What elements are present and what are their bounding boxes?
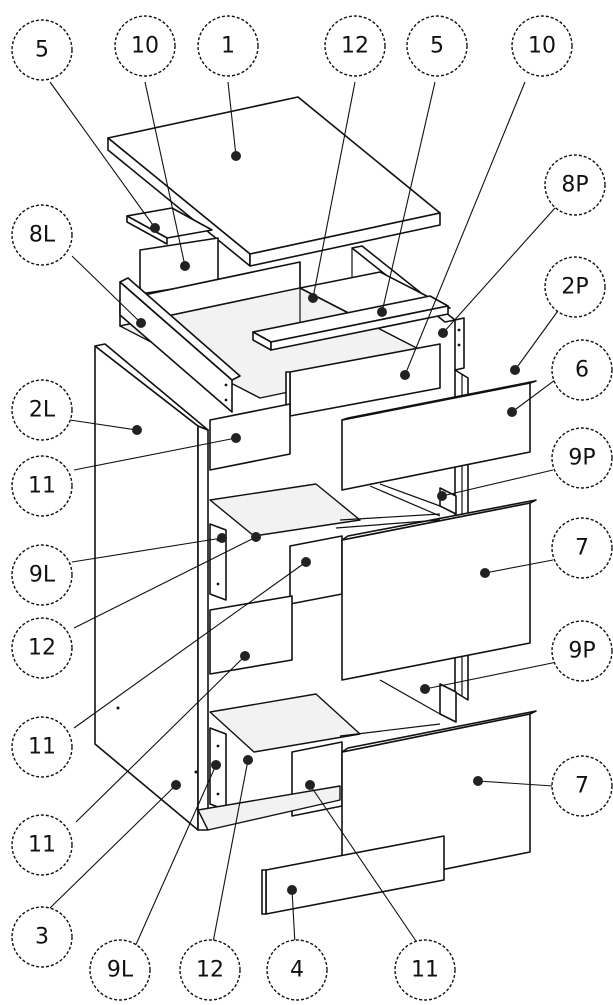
bottom-panel-part-3 [197, 785, 341, 831]
svg-text:10: 10 [528, 34, 556, 59]
svg-text:1: 1 [221, 34, 235, 59]
drawer-front-part-6 [341, 380, 537, 491]
svg-text:11: 11 [28, 735, 56, 760]
callout-1: 1 [197, 15, 259, 77]
callout-9P-lower: 9P [551, 620, 613, 682]
top-panel [107, 96, 441, 267]
svg-text:10: 10 [131, 34, 159, 59]
svg-text:2P: 2P [561, 275, 588, 300]
leader-dots [132, 151, 520, 895]
callout-2P: 2P [544, 256, 606, 318]
svg-text:9L: 9L [29, 563, 56, 588]
callout-9L-lower: 9L [89, 939, 151, 1001]
svg-text:11: 11 [28, 833, 56, 858]
callout-12-top: 12 [324, 15, 386, 77]
svg-text:4: 4 [290, 958, 304, 983]
callout-10-top-right: 10 [511, 15, 573, 77]
drawer-back-part-11-upper [209, 403, 291, 471]
drawer-back-part-11-lower [209, 595, 293, 675]
side-panel-left-part-2L [94, 343, 209, 831]
callout-10-top-left: 10 [114, 15, 176, 77]
svg-text:9P: 9P [568, 446, 595, 471]
callout-7-lower: 7 [551, 755, 613, 817]
callout-5-top-right: 5 [406, 15, 468, 77]
callout-11-bottom: 11 [394, 939, 456, 1001]
callout-9P-upper: 9P [551, 427, 613, 489]
svg-text:9P: 9P [568, 639, 595, 664]
svg-text:6: 6 [575, 358, 589, 383]
callout-6: 6 [551, 339, 613, 401]
leader-lines [49, 81, 561, 959]
svg-text:9L: 9L [107, 958, 134, 983]
svg-text:11: 11 [411, 958, 439, 983]
svg-text:12: 12 [341, 34, 369, 59]
svg-text:11: 11 [28, 474, 56, 499]
drawer-side-part-11-middle [289, 535, 343, 605]
rail-right-part-5 [252, 295, 449, 351]
middle-shelf [209, 483, 441, 537]
callout-9L-upper: 9L [11, 544, 73, 606]
callout-11-lower: 11 [11, 814, 73, 876]
callout-5-top-left: 5 [11, 19, 73, 81]
drawer-front-part-7-upper [335, 499, 537, 681]
svg-text:2L: 2L [29, 398, 56, 423]
plinth-part-4 [261, 835, 445, 915]
side-rail-left-part-8L [119, 277, 241, 413]
svg-text:7: 7 [575, 774, 589, 799]
callout-12-middle: 12 [11, 617, 73, 679]
svg-text:5: 5 [430, 34, 444, 59]
svg-text:5: 5 [35, 38, 49, 63]
callout-11-upper: 11 [11, 455, 73, 517]
runner-right-part-9P-lower [379, 679, 457, 723]
callout-3: 3 [11, 906, 73, 968]
side-rail-right-part-8P [454, 317, 465, 371]
svg-text:3: 3 [35, 925, 49, 950]
svg-text:12: 12 [28, 636, 56, 661]
callout-12-bottom: 12 [179, 939, 241, 1001]
callout-2L: 2L [11, 379, 73, 441]
callout-8L: 8L [11, 204, 73, 266]
svg-text:12: 12 [196, 958, 224, 983]
svg-text:8L: 8L [29, 223, 56, 248]
callout-4: 4 [266, 939, 328, 1001]
svg-text:7: 7 [575, 536, 589, 561]
callout-11-middle: 11 [11, 716, 73, 778]
svg-text:8P: 8P [561, 173, 588, 198]
callout-7-upper: 7 [551, 517, 613, 579]
callout-8P: 8P [544, 154, 606, 216]
